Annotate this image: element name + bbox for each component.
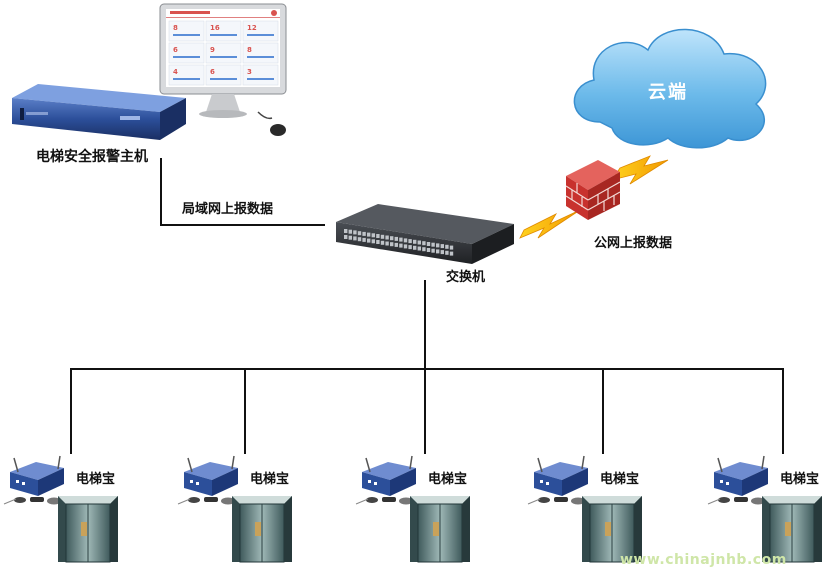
switch-port xyxy=(367,232,371,237)
switch-port xyxy=(445,244,449,249)
dashboard-tile-bar xyxy=(247,56,274,58)
dashboard-tile-value: 12 xyxy=(247,24,257,32)
unit-drop-line xyxy=(244,368,246,454)
switch-port xyxy=(371,239,375,244)
switch-port xyxy=(344,229,348,233)
switch-trunk-line xyxy=(424,280,426,370)
switch-port xyxy=(376,234,380,238)
cloud-icon xyxy=(573,28,767,149)
switch-port xyxy=(357,237,362,242)
lightning-icon xyxy=(519,209,581,239)
dashboard-tile-value: 3 xyxy=(247,68,252,76)
dashboard-tile-bar xyxy=(210,56,237,58)
switch-port xyxy=(440,244,444,249)
switch-port xyxy=(371,233,375,238)
switch-port xyxy=(376,240,380,244)
network-switch-icon xyxy=(336,204,514,264)
switch-port xyxy=(436,243,440,248)
unit-drop-line xyxy=(782,368,784,454)
host-label: 电梯安全报警主机 xyxy=(36,149,148,165)
bus-line xyxy=(70,368,784,370)
switch-port xyxy=(353,236,357,241)
unit-drop-line xyxy=(70,368,72,454)
elevator-unit-label: 电梯宝 xyxy=(250,472,290,487)
elevator-unit-label: 电梯宝 xyxy=(600,472,640,487)
switch-port xyxy=(348,235,352,240)
switch-port xyxy=(422,247,426,252)
switch-port xyxy=(408,245,412,250)
dashboard-tile-value: 9 xyxy=(210,46,215,54)
switch-label: 交换机 xyxy=(446,270,486,285)
elevator-unit-label: 电梯宝 xyxy=(428,472,468,487)
dashboard-tile-bar xyxy=(210,78,237,80)
switch-port xyxy=(426,242,431,246)
dashboard-tile-bar xyxy=(173,56,200,58)
dashboard-tile-bar xyxy=(173,34,200,36)
unit-drop-line xyxy=(424,368,426,454)
switch-port xyxy=(413,245,417,250)
switch-port xyxy=(422,241,426,246)
switch-port xyxy=(431,248,435,253)
switch-port xyxy=(385,241,389,246)
elevator-unit-label: 电梯宝 xyxy=(76,472,116,487)
switch-port xyxy=(353,230,357,235)
switch-port xyxy=(394,242,398,247)
switch-port xyxy=(380,234,385,239)
switch-port xyxy=(413,239,417,244)
switch-port xyxy=(403,244,408,249)
switch-port xyxy=(449,245,454,250)
host-drop-line xyxy=(160,158,162,226)
switch-port xyxy=(357,231,362,236)
switch-port xyxy=(399,237,403,242)
switch-port xyxy=(380,240,385,245)
dashboard-tiles: 8 16 12 6 9 8 4 6 3 xyxy=(168,20,279,86)
switch-port xyxy=(436,249,440,254)
switch-port xyxy=(390,236,394,241)
switch-port xyxy=(426,248,431,252)
switch-port xyxy=(394,236,398,241)
switch-port xyxy=(449,251,454,256)
wan-link-label: 公网上报数据 xyxy=(594,236,673,251)
dashboard-tile-value: 4 xyxy=(173,68,178,76)
switch-port xyxy=(344,235,348,239)
switch-port xyxy=(399,243,403,248)
dashboard-tile-value: 6 xyxy=(210,68,215,76)
switch-port xyxy=(431,242,435,247)
dashboard-tile-bar xyxy=(247,34,274,36)
lightning-icon xyxy=(611,155,669,185)
dashboard-tile-bar xyxy=(173,78,200,80)
dashboard-tile-value: 6 xyxy=(173,46,178,54)
switch-port xyxy=(445,250,449,255)
dashboard-tile-value: 8 xyxy=(173,24,178,32)
switch-port xyxy=(440,250,444,255)
lan-link-line xyxy=(160,224,325,226)
switch-port xyxy=(385,235,389,240)
cloud-label: 云端 xyxy=(648,82,688,103)
switch-port xyxy=(362,231,366,236)
switch-port xyxy=(408,239,412,244)
switch-port xyxy=(362,237,366,242)
watermark: www.chinajnhb.com xyxy=(620,552,787,568)
lan-link-label: 局域网上报数据 xyxy=(182,202,274,217)
dashboard-tile-value: 8 xyxy=(247,46,252,54)
firewall-icon xyxy=(565,160,621,220)
switch-port xyxy=(390,242,394,247)
unit-drop-line xyxy=(602,368,604,454)
dashboard-tile-value: 16 xyxy=(210,24,220,32)
switch-port xyxy=(403,238,408,243)
switch-port xyxy=(417,246,421,251)
elevator-unit-label: 电梯宝 xyxy=(780,472,820,487)
switch-port xyxy=(348,229,352,234)
switch-port xyxy=(367,238,371,243)
dashboard-tile-bar xyxy=(210,34,237,36)
alarm-host-icon xyxy=(12,84,186,140)
dashboard-tile-bar xyxy=(247,78,274,80)
switch-port xyxy=(417,240,421,245)
